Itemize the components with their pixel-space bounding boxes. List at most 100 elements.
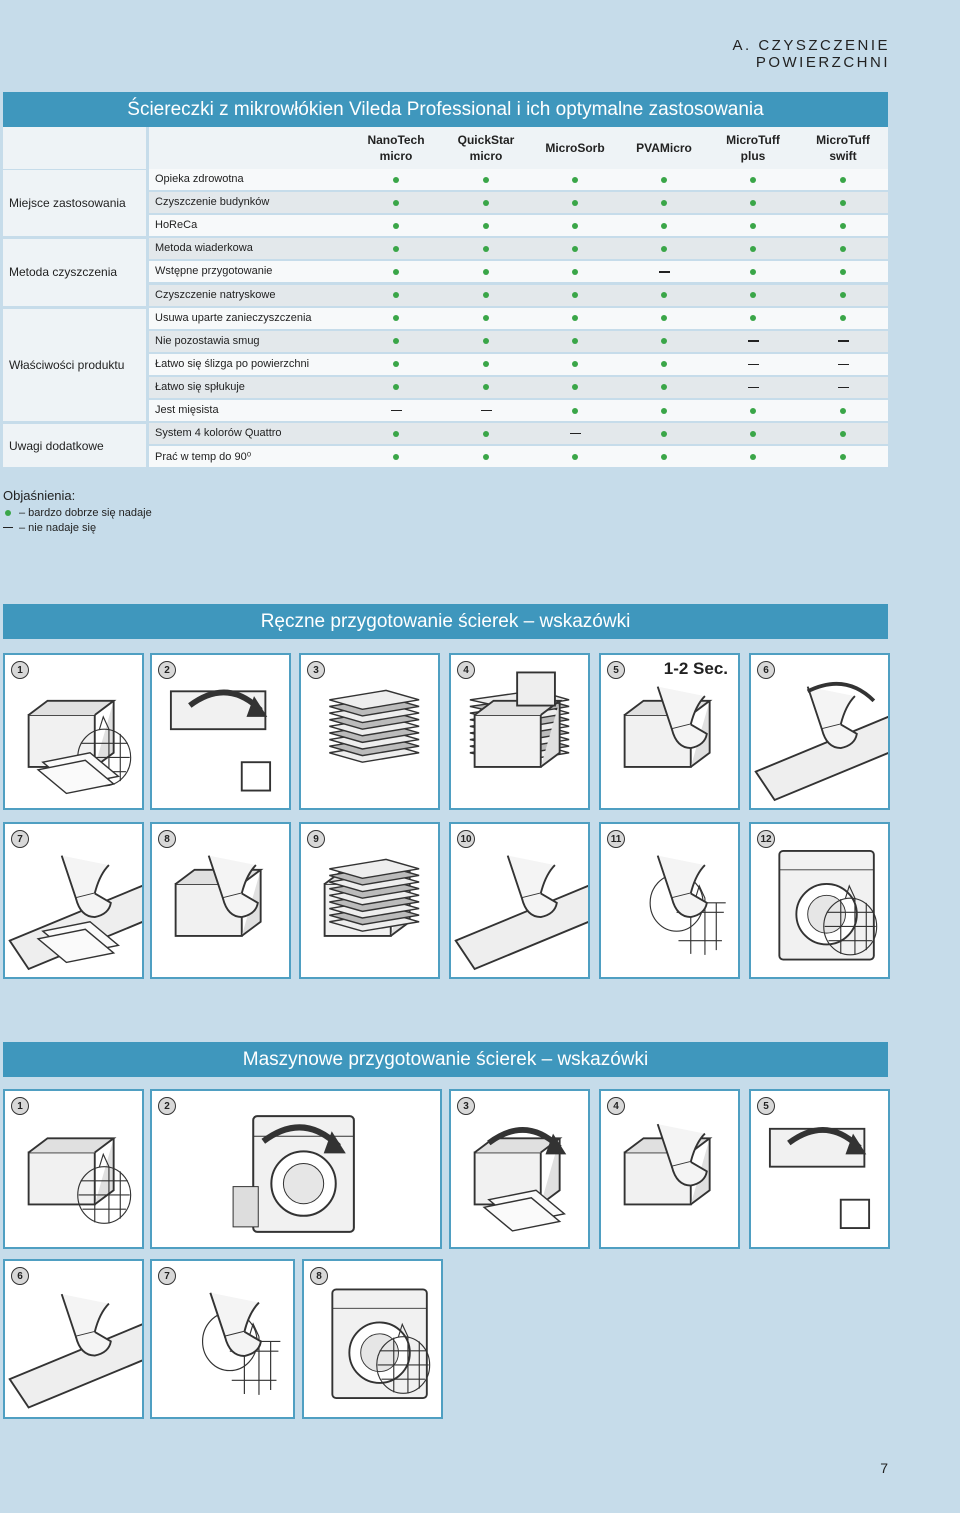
column-header-line2: micro xyxy=(469,149,503,163)
table-cell xyxy=(565,169,585,190)
green-dot-icon xyxy=(750,292,756,298)
table-cell xyxy=(565,285,585,306)
column-header: PVAMicro xyxy=(614,140,714,156)
step-number: 6 xyxy=(11,1267,29,1285)
table-cell xyxy=(743,192,763,213)
row-label: Łatwo się ślizga po powierzchni xyxy=(155,357,310,370)
legend-text: – bardzo dobrze się nadaje xyxy=(19,506,152,519)
jug-box-net-cloths-icon xyxy=(5,655,142,808)
green-dot-icon xyxy=(572,453,578,460)
green-dot-icon xyxy=(483,338,489,345)
step-number: 4 xyxy=(457,661,475,679)
green-dot-icon xyxy=(483,222,489,229)
table-cell xyxy=(476,238,496,259)
table-cell xyxy=(476,308,496,329)
column-header-line2: plus xyxy=(740,149,766,163)
green-dot-icon xyxy=(572,222,578,229)
table-cell xyxy=(476,192,496,213)
table-cell xyxy=(654,285,674,306)
green-dot-icon xyxy=(661,430,667,437)
green-dot-icon xyxy=(750,453,756,460)
green-dot-icon xyxy=(483,268,489,275)
step-card: 1 xyxy=(3,653,144,810)
green-dot-icon xyxy=(393,430,399,437)
dash-icon xyxy=(747,340,759,342)
table-cell xyxy=(743,377,763,398)
step-number: 9 xyxy=(307,830,325,848)
legend-item-good: – bardzo dobrze się nadaje xyxy=(3,505,152,520)
dash-icon xyxy=(390,409,402,412)
green-dot-icon xyxy=(393,315,399,322)
step-card: 6 xyxy=(3,1259,144,1419)
table-row: Łatwo się ślizga po powierzchni xyxy=(149,353,888,375)
green-dot-icon xyxy=(483,453,489,460)
table-cell xyxy=(476,354,496,375)
hand-wring-cloth-icon xyxy=(751,655,888,808)
header-band xyxy=(149,127,888,169)
table-cell xyxy=(654,261,674,282)
dash-icon xyxy=(480,409,492,412)
table-cell xyxy=(743,400,763,421)
table-cell xyxy=(565,331,585,352)
column-header-line1: MicroSorb xyxy=(545,141,605,155)
step-number: 1 xyxy=(11,661,29,679)
table-cell xyxy=(476,446,496,467)
row-label: Czyszczenie natryskowe xyxy=(155,288,276,301)
row-label: Prać w temp do 90⁰ xyxy=(155,451,252,464)
dash-icon xyxy=(658,271,670,273)
step-number: 7 xyxy=(11,830,29,848)
step-number: 11 xyxy=(607,830,625,848)
table-cell xyxy=(743,354,763,375)
green-dot-icon xyxy=(661,361,667,368)
green-dot-icon xyxy=(840,245,846,252)
table-cell xyxy=(654,377,674,398)
table-cell xyxy=(386,354,406,375)
table-cell xyxy=(833,285,853,306)
table-cell xyxy=(476,400,496,421)
table-row: Czyszczenie budynków xyxy=(149,192,888,214)
green-dot-icon xyxy=(572,245,578,252)
table-cell xyxy=(386,423,406,444)
green-dot-icon xyxy=(572,361,578,368)
hand-take-cloth-from-box-icon xyxy=(601,1091,738,1247)
group-label: Miejsce zastosowania xyxy=(3,170,146,237)
table-cell xyxy=(386,192,406,213)
step-number: 4 xyxy=(607,1097,625,1115)
green-dot-icon xyxy=(393,268,399,275)
table-cell xyxy=(743,215,763,236)
table-cell xyxy=(386,169,406,190)
table-row: Opieka zdrowotna xyxy=(149,169,888,190)
column-header-line1: PVAMicro xyxy=(636,141,692,155)
step-card: 8 xyxy=(150,822,291,979)
step-number: 6 xyxy=(757,661,775,679)
step-card: 4 xyxy=(449,653,590,810)
green-dot-icon xyxy=(483,176,489,183)
step-card: 6 xyxy=(749,653,890,810)
legend-heading: Objaśnienia: xyxy=(3,488,76,503)
green-dot-icon xyxy=(661,453,667,460)
net-into-washing-machine-icon xyxy=(751,824,888,977)
table-cell xyxy=(654,446,674,467)
table-cell xyxy=(565,261,585,282)
green-dot-icon xyxy=(661,176,667,183)
table-cell xyxy=(386,261,406,282)
row-label: Czyszczenie budynków xyxy=(155,196,270,209)
table-cell xyxy=(565,354,585,375)
green-dot-icon xyxy=(483,384,489,391)
fold-cloth-arrow-icon xyxy=(152,655,289,808)
green-dot-icon xyxy=(661,292,667,298)
table-cell xyxy=(743,423,763,444)
table-cell xyxy=(565,238,585,259)
row-label: System 4 kolorów Quattro xyxy=(155,427,282,440)
row-label: Usuwa uparte zanieczyszczenia xyxy=(155,311,312,324)
table-cell xyxy=(386,215,406,236)
cloths-into-box-icon xyxy=(451,1091,588,1247)
table-cell xyxy=(476,215,496,236)
green-dot-icon xyxy=(750,245,756,252)
step-number: 8 xyxy=(158,830,176,848)
step-card: 7 xyxy=(150,1259,295,1419)
step-card: 10 xyxy=(449,822,590,979)
